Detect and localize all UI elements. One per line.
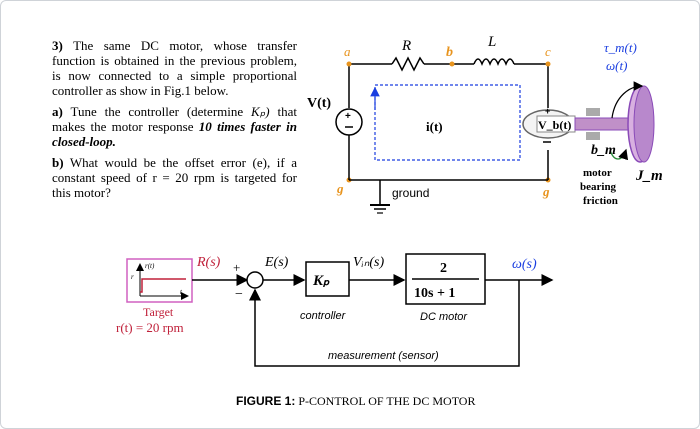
- source-label: V(t): [307, 96, 331, 111]
- measurement-label: measurement (sensor): [328, 350, 439, 362]
- resistor-symbol: [391, 56, 425, 72]
- inductor-symbol: [473, 58, 515, 67]
- part-a: a) Tune the controller (determine Kₚ) th…: [52, 104, 297, 149]
- dc-motor-label: DC motor: [420, 311, 468, 323]
- plus-sign: +: [233, 260, 240, 275]
- part-b: b) What would be the offset error (e), i…: [52, 155, 297, 200]
- controller-block: [305, 261, 350, 297]
- node-a-label: a: [344, 44, 351, 59]
- block-diagram: [126, 253, 554, 367]
- tf-denominator: 10s + 1: [414, 286, 455, 301]
- current-label: i(t): [426, 119, 443, 134]
- friction-label-3: friction: [583, 195, 618, 207]
- inductor-label: L: [487, 34, 496, 50]
- controller-label: controller: [300, 310, 347, 322]
- vin-label: Vᵢₙ(s): [353, 255, 384, 270]
- kp-label: Kₚ: [312, 273, 330, 289]
- damping-label: b_m: [591, 143, 616, 158]
- minus-sign: −: [235, 287, 243, 302]
- question-text: 3) The same DC motor, whose transfer fun…: [52, 38, 297, 206]
- motor-shaft: [574, 117, 636, 131]
- circuit-diagram: + +: [335, 56, 655, 214]
- omega-label: ω(t): [606, 58, 627, 73]
- question-number: 3): [52, 38, 63, 53]
- step-signal: [140, 278, 186, 293]
- r-s-label: R(s): [196, 255, 221, 270]
- svg-text:+: +: [545, 106, 550, 116]
- back-emf-label: V_b(t): [538, 118, 571, 132]
- feedback-path: [249, 280, 520, 367]
- friction-label-1: motor: [583, 167, 612, 179]
- omega-s-label: ω(s): [512, 257, 537, 272]
- current-loop-arrow: [374, 84, 521, 161]
- inertia-label: J_m: [635, 168, 663, 184]
- node-b-label: b: [446, 45, 453, 60]
- question-intro: 3) The same DC motor, whose transfer fun…: [52, 38, 297, 98]
- resistor-label: R: [401, 38, 411, 54]
- torque-label: τ_m(t): [604, 40, 637, 55]
- e-s-label: E(s): [264, 255, 289, 270]
- target-label: Target: [143, 305, 174, 319]
- r-axis-label: r: [131, 273, 134, 281]
- rt-axis-label: r(t): [145, 262, 155, 270]
- t-axis-label: t: [180, 288, 183, 296]
- node-g1-label: g: [336, 181, 344, 196]
- figure-caption: FIGURE 1: P-CONTROL OF THE DC MOTOR: [236, 394, 476, 408]
- svg-text:+: +: [345, 111, 351, 122]
- summing-junction: [246, 271, 264, 289]
- friction-label-2: bearing: [580, 181, 617, 193]
- target-value: r(t) = 20 rpm: [116, 320, 184, 335]
- damping-arrow: [609, 148, 629, 161]
- node-c-label: c: [545, 44, 551, 59]
- torque-arrow: [611, 81, 644, 119]
- tf-numerator: 2: [440, 261, 447, 276]
- ground-label: ground: [392, 186, 429, 200]
- node-g2-label: g: [542, 184, 550, 199]
